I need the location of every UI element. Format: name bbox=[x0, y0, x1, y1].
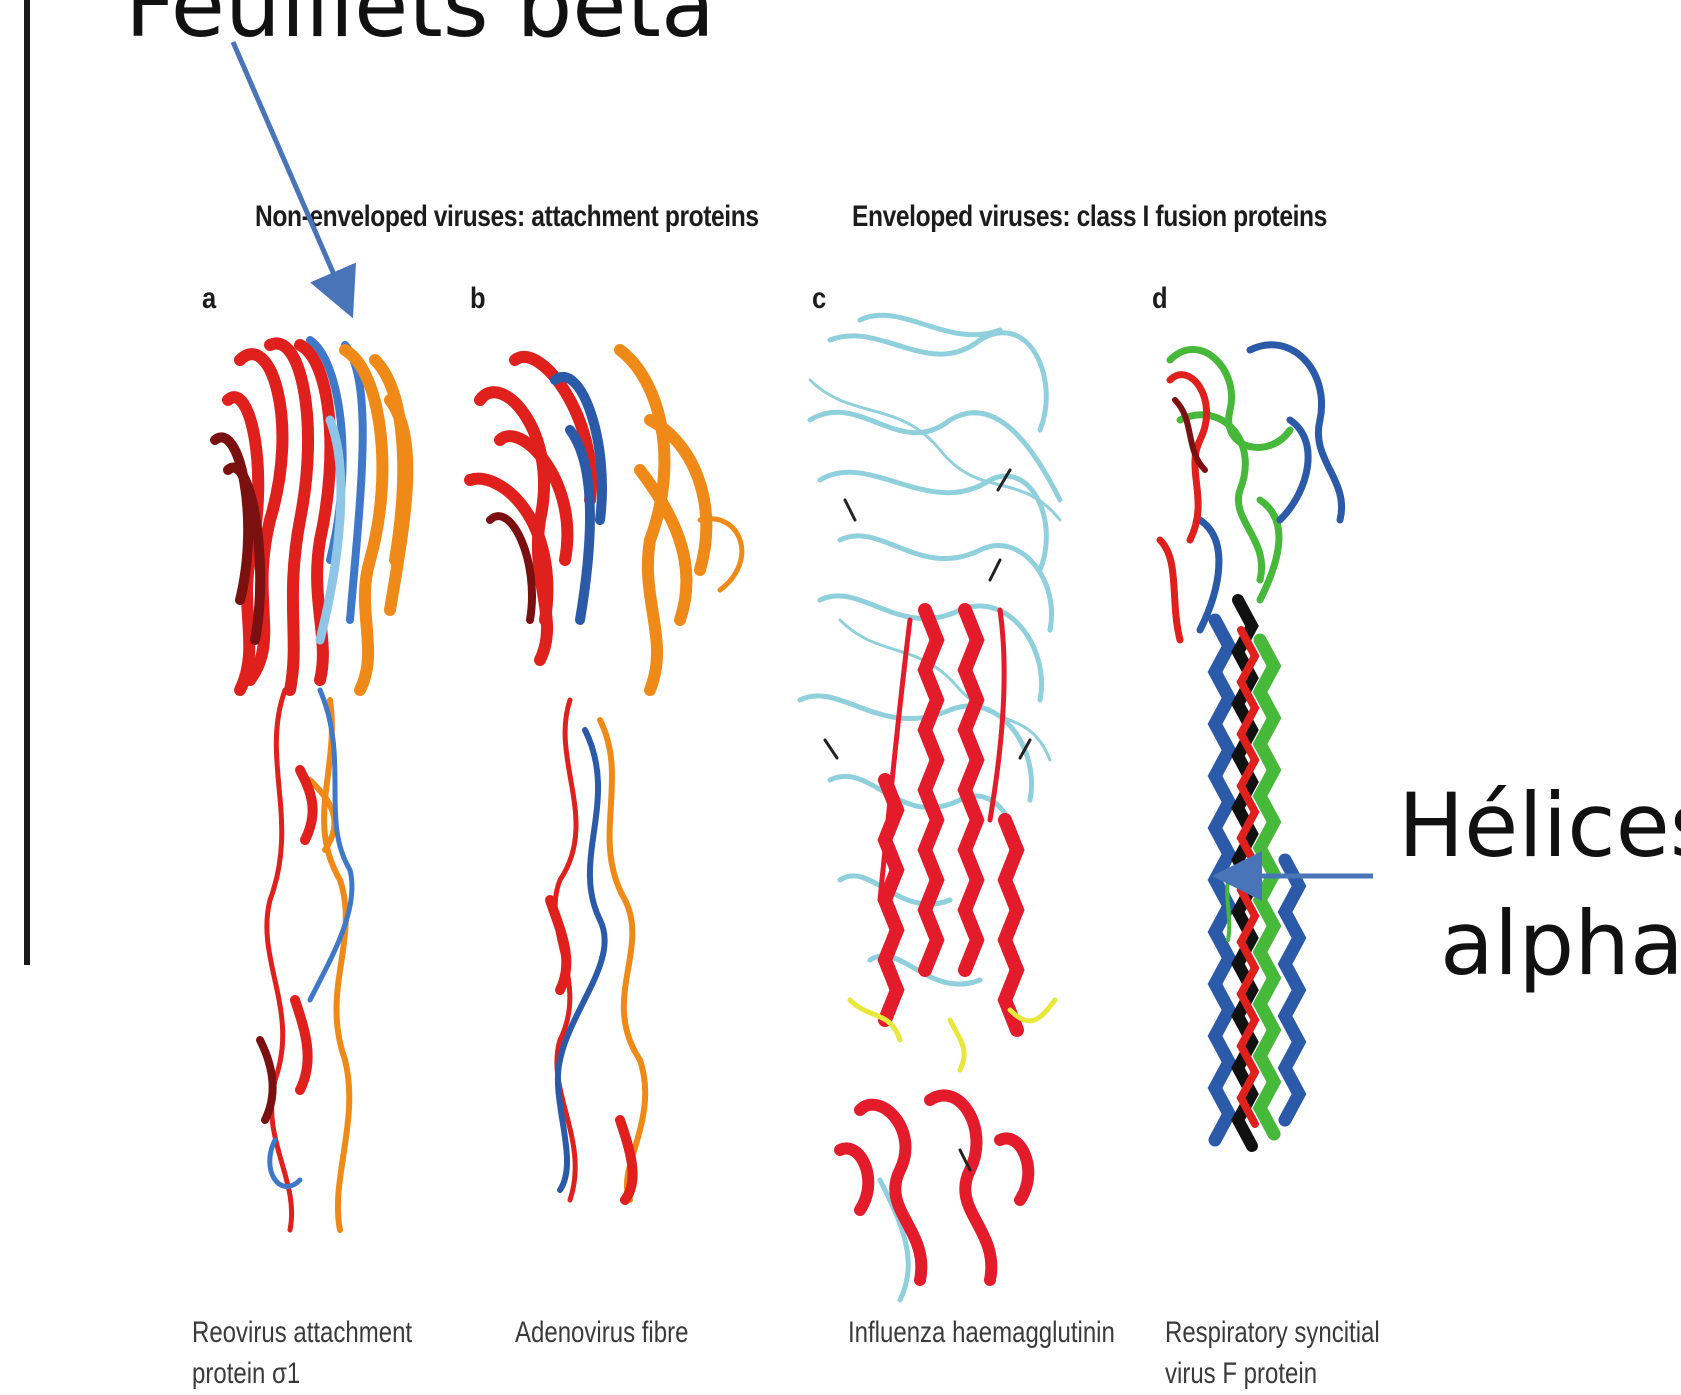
caption-b-line1: Adenovirus fibre bbox=[515, 1312, 688, 1353]
rsv-f-protein-structure-image bbox=[1160, 345, 1342, 1146]
caption-a-line2: protein σ1 bbox=[192, 1353, 412, 1394]
haemagglutinin-structure-image bbox=[800, 315, 1060, 1300]
caption-a-line1: Reovirus attachment bbox=[192, 1312, 412, 1353]
caption-d-line2: virus F protein bbox=[1165, 1353, 1380, 1394]
caption-b: Adenovirus fibre bbox=[515, 1312, 688, 1353]
caption-d: Respiratory syncitial virus F protein bbox=[1165, 1312, 1380, 1395]
caption-c: Influenza haemagglutinin bbox=[848, 1312, 1115, 1353]
reovirus-structure-image bbox=[215, 340, 407, 1230]
caption-c-line1: Influenza haemagglutinin bbox=[848, 1312, 1115, 1353]
beta-sheets-arrow bbox=[233, 42, 345, 300]
adenovirus-structure-image bbox=[470, 350, 742, 1200]
caption-d-line1: Respiratory syncitial bbox=[1165, 1312, 1380, 1353]
caption-a: Reovirus attachment protein σ1 bbox=[192, 1312, 412, 1395]
